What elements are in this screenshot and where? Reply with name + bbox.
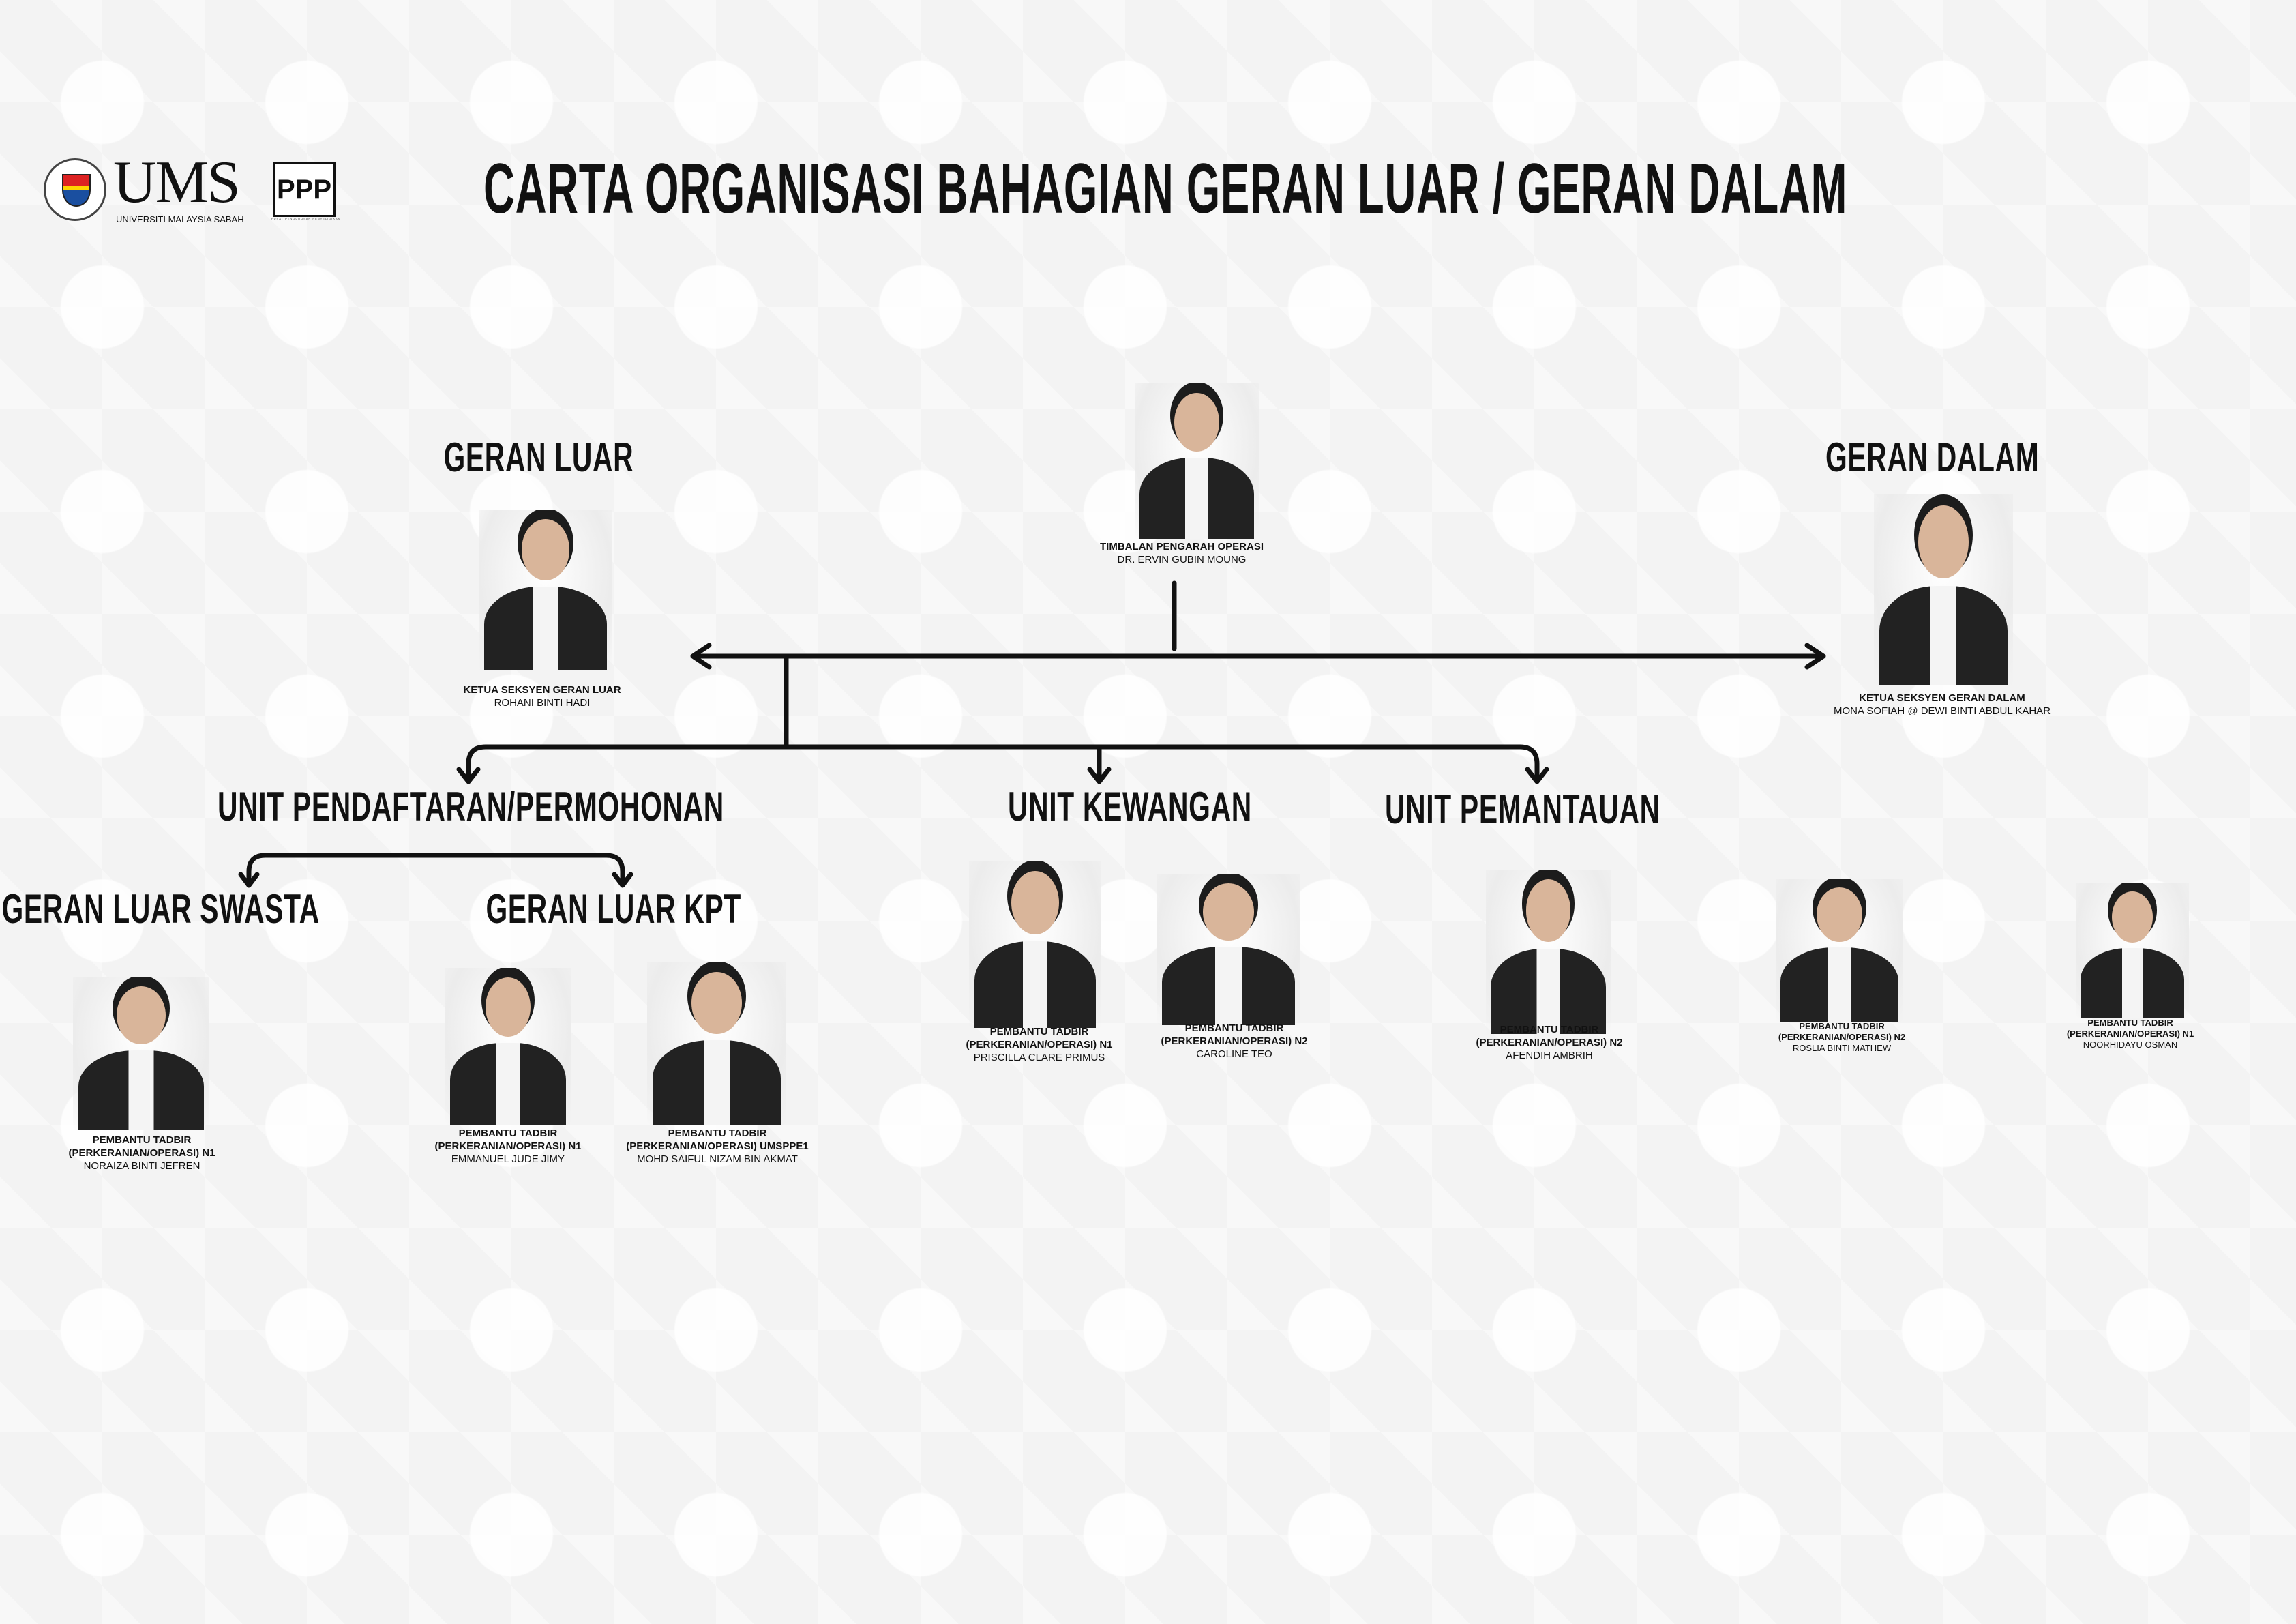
role-text: TIMBALAN PENGARAH OPERASI xyxy=(1099,541,1264,552)
staff-title: PEMBANTU TADBIR xyxy=(92,1134,192,1146)
person-name: ROHANI BINTI HADI xyxy=(494,697,591,709)
ums-seal-logo xyxy=(44,158,106,221)
person-name: ROSLIA BINTI MATHEW xyxy=(1792,1043,1892,1053)
person-name: NORAIZA BINTI JEFREN xyxy=(83,1160,200,1172)
role-text: KETUA SEKSYEN GERAN LUAR xyxy=(463,684,621,696)
staff-grade: (PERKERANIAN/OPERASI) N1 xyxy=(966,1039,1113,1050)
staff-grade: (PERKERANIAN/OPERASI) N1 xyxy=(434,1140,582,1152)
staff-grade: (PERKERANIAN/OPERASI) N2 xyxy=(1778,1032,1906,1042)
staff-title: PEMBANTU TADBIR xyxy=(1184,1022,1284,1034)
portrait-photo xyxy=(969,861,1101,1028)
sub-heading-swasta: GERAN LUAR SWASTA xyxy=(1,886,320,932)
person-name: NOORHIDAYU OSMAN xyxy=(2083,1039,2178,1050)
person-name: PRISCILLA CLARE PRIMUS xyxy=(973,1052,1105,1063)
staff-title: PEMBANTU TADBIR xyxy=(1500,1024,1599,1035)
sub-heading-kpt: GERAN LUAR KPT xyxy=(486,886,741,932)
person-name: DR. ERVIN GUBIN MOUNG xyxy=(1117,554,1247,565)
portrait-photo xyxy=(1135,383,1259,539)
geran-luar-head-label: KETUA SEKSYEN GERAN LUAR ROHANI BINTI HA… xyxy=(463,683,621,709)
person-name: CAROLINE TEO xyxy=(1196,1048,1272,1060)
arrow-down-icon xyxy=(456,767,481,784)
ppp-logo-subtitle: PUSAT PENGURUSAN PENYELIDIKAN xyxy=(271,217,341,220)
arrow-down-icon xyxy=(238,872,260,888)
section-heading-geran-dalam: GERAN DALAM xyxy=(1825,434,2040,480)
portrait-photo xyxy=(2076,883,2189,1018)
ums-logo-text: UMS xyxy=(113,149,241,216)
staff-title: PEMBANTU TADBIR xyxy=(2087,1018,2173,1028)
person-name: EMMANUEL JUDE JIMY xyxy=(451,1153,565,1165)
staff-card: PEMBANTU TADBIR (PERKERANIAN/OPERASI) N1 P… xyxy=(966,1025,1112,1064)
portrait-photo xyxy=(1776,879,1903,1022)
staff-card: PEMBANTU TADBIR (PERKERANIAN/OPERASI) N2 A… xyxy=(1476,1023,1622,1062)
staff-grade: (PERKERANIAN/OPERASI) N1 xyxy=(68,1147,215,1159)
portrait-photo xyxy=(1486,870,1611,1034)
staff-grade: (PERKERANIAN/OPERASI) UMSPPE1 xyxy=(626,1140,809,1152)
section-heading-geran-luar: GERAN LUAR xyxy=(443,434,634,480)
portrait-photo xyxy=(479,510,612,670)
portrait-photo xyxy=(1157,874,1300,1025)
arrow-down-icon xyxy=(612,872,633,888)
unit-heading-kewangan: UNIT KEWANGAN xyxy=(1008,784,1252,829)
arrow-down-icon xyxy=(1087,767,1112,784)
portrait-photo xyxy=(647,962,786,1125)
arrow-left-icon xyxy=(690,643,712,670)
role-text: KETUA SEKSYEN GERAN DALAM xyxy=(1859,692,2025,704)
arrow-right-icon xyxy=(1804,643,1826,670)
geran-dalam-head-label: KETUA SEKSYEN GERAN DALAM MONA SOFIAH @ … xyxy=(1834,692,2051,718)
portrait-photo xyxy=(445,968,571,1125)
unit-heading-pemantauan: UNIT PEMANTAUAN xyxy=(1385,786,1660,832)
person-name: AFENDIH AMBRIH xyxy=(1506,1050,1593,1061)
page-title: CARTA ORGANISASI BAHAGIAN GERAN LUAR / G… xyxy=(483,149,1848,228)
connector-geran-luar-sub xyxy=(246,853,625,884)
staff-grade: (PERKERANIAN/OPERASI) N1 xyxy=(2066,1029,2194,1039)
staff-title: PEMBANTU TADBIR xyxy=(989,1026,1089,1037)
staff-card: PEMBANTU TADBIR(PERKERANIAN/OPERASI) UMS… xyxy=(626,1127,809,1166)
ums-logo-subtitle: UNIVERSITI MALAYSIA SABAH xyxy=(116,214,244,224)
ppp-logo: PPP xyxy=(273,162,336,217)
person-name: MOHD SAIFUL NIZAM BIN AKMAT xyxy=(637,1153,798,1165)
staff-title: PEMBANTU TADBIR xyxy=(668,1127,767,1139)
portrait-photo xyxy=(1874,494,2013,685)
staff-title: PEMBANTU TADBIR xyxy=(458,1127,558,1139)
staff-title: PEMBANTU TADBIR xyxy=(1799,1021,1885,1031)
head-label: TIMBALAN PENGARAH OPERASI DR. ERVIN GUBI… xyxy=(1100,540,1264,566)
unit-heading-pendaftaran: UNIT PENDAFTARAN/PERMOHONAN xyxy=(218,784,724,829)
connector-units-horizontal xyxy=(466,744,1540,780)
arrow-down-icon xyxy=(1525,767,1549,784)
person-name: MONA SOFIAH @ DEWI BINTI ABDUL KAHAR xyxy=(1833,705,2051,717)
staff-grade: (PERKERANIAN/OPERASI) N2 xyxy=(1161,1035,1308,1047)
staff-grade: (PERKERANIAN/OPERASI) N2 xyxy=(1476,1037,1623,1048)
portrait-photo xyxy=(73,977,209,1130)
